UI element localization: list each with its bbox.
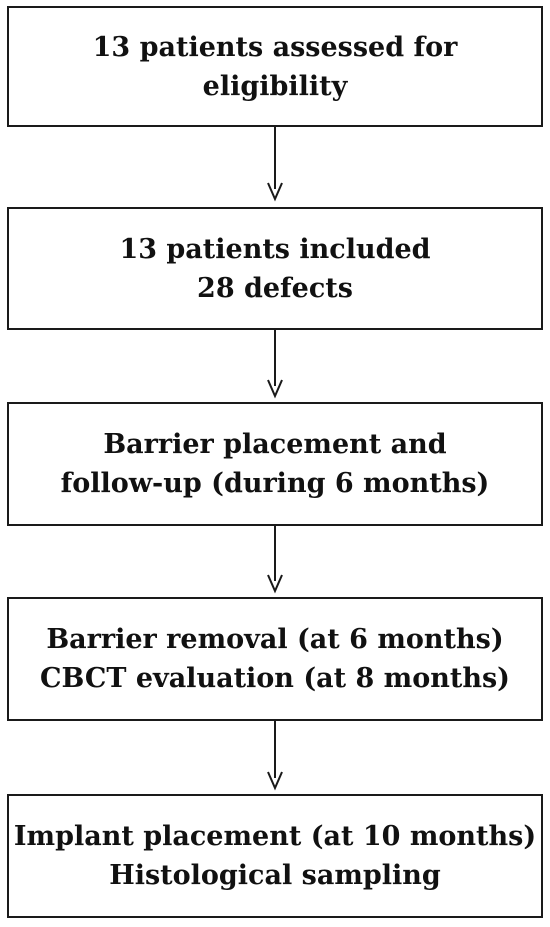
step-box-implant-placement: Implant placement (at 10 months) Histolo… bbox=[7, 794, 543, 918]
step-5-line-2: Histological sampling bbox=[109, 860, 441, 891]
step-box-barrier-placement: Barrier placement and follow-up (during … bbox=[7, 402, 543, 526]
flow-arrow-down bbox=[267, 330, 283, 399]
step-3-line-2: follow-up (during 6 months) bbox=[60, 468, 490, 499]
flow-arrow-down bbox=[267, 721, 283, 791]
step-1-line-1: 13 patients assessed for bbox=[92, 31, 458, 63]
step-5-line-1: Implant placement (at 10 months) bbox=[13, 821, 537, 852]
step-box-eligibility: 13 patients assessed for eligibility bbox=[7, 6, 543, 127]
step-2-line-1: 13 patients included bbox=[119, 233, 431, 265]
step-box-barrier-removal: Barrier removal (at 6 months) CBCT evalu… bbox=[7, 597, 543, 721]
step-4-line-1: Barrier removal (at 6 months) bbox=[46, 624, 504, 655]
flow-arrow-down bbox=[267, 526, 283, 594]
step-2-line-2: 28 defects bbox=[197, 272, 353, 304]
flow-arrow-down bbox=[267, 127, 283, 202]
step-4-line-2: CBCT evaluation (at 8 months) bbox=[40, 663, 510, 694]
step-1-line-2: eligibility bbox=[202, 70, 348, 102]
step-box-included: 13 patients included 28 defects bbox=[7, 207, 543, 330]
step-3-line-1: Barrier placement and bbox=[103, 429, 447, 460]
